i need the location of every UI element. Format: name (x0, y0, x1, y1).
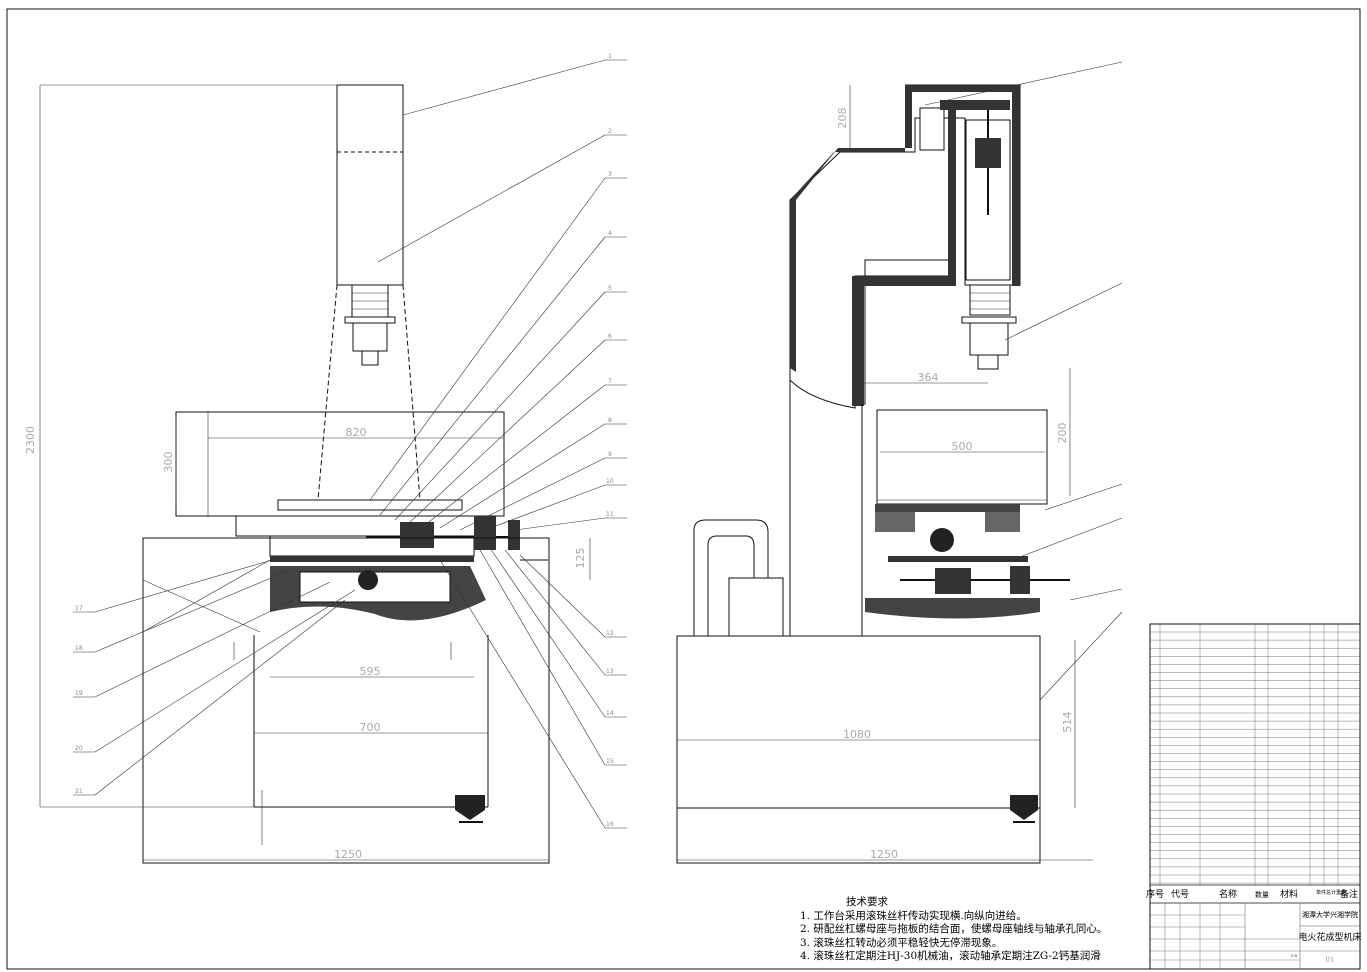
leader-number: 8 (608, 417, 612, 424)
tb-header-name: 名称 (1219, 888, 1237, 900)
dim-595: 595 (360, 665, 381, 678)
dimension-labels: 2300 820 300 125 595 700 1250 208 364 20… (24, 108, 1074, 862)
leader-number: 7 (608, 378, 612, 385)
tech-note-item: 2. 研配丝杠螺母座与拖板的结合面，使螺母座轴线与轴承孔同心。 (800, 923, 1108, 935)
dim-125: 125 (574, 548, 587, 569)
leader-number: 2 (608, 128, 612, 135)
leader-number: 21 (75, 788, 83, 795)
dim-300: 300 (162, 452, 175, 473)
leader-number: 1 (608, 53, 612, 60)
tb-header-remark: 备注 (1340, 888, 1358, 900)
tech-note-item: 1. 工作台采用滚珠丝杆传动实现横.向纵向进给。 (800, 909, 1027, 922)
tb-header-material: 材料 (1280, 888, 1298, 900)
leader-number: 6 (608, 333, 612, 340)
leader-number: 20 (75, 745, 83, 752)
leader-number: 10 (606, 478, 614, 485)
leader-number: 9 (608, 451, 612, 458)
sheet-number: 01 (1326, 956, 1335, 964)
dim-200: 200 (1056, 423, 1069, 444)
drawing-scale: 1:5 (1291, 953, 1298, 958)
leader-number: 3 (608, 171, 612, 178)
tb-header-weight: 单件总计重量 (1316, 889, 1346, 896)
leader-number: 19 (75, 690, 83, 697)
leader-number: 15 (606, 758, 614, 765)
leader-number: 12 (606, 630, 614, 637)
title-block: 序号 代号 名称 数量 材料 单件总计重量 备注 湘潭大学兴湘学院 电火花成型机… (1146, 623, 1362, 970)
leader-number: 14 (606, 710, 614, 717)
dim-2300: 2300 (24, 426, 37, 454)
drawing-name: 电火花成型机床 (1298, 931, 1361, 943)
dim-1080: 1080 (843, 728, 871, 741)
leader-number: 16 (606, 821, 614, 828)
tb-header-seq: 序号 (1146, 888, 1164, 900)
leader-numbers: 1 2 3 4 5 6 7 8 9 10 11 12 13 14 15 16 1… (75, 53, 614, 828)
left-view (39, 84, 591, 864)
tech-note-item: 3. 滚珠丝杠转动必须平稳轻快无停滞现象。 (800, 936, 1003, 949)
dim-514: 514 (1061, 712, 1074, 733)
tech-note-item: 4. 滚珠丝杠定期注HJ-30机械油，滚动轴承定期注ZG-2钙基润滑 (800, 950, 1101, 962)
tb-header-qty: 数量 (1255, 890, 1269, 899)
leader-number: 5 (608, 285, 612, 292)
dim-500: 500 (952, 440, 973, 453)
tech-notes-heading: 技术要求 (846, 896, 888, 908)
right-view (676, 84, 1093, 864)
tb-header-code: 代号 (1171, 889, 1189, 900)
leader-number: 4 (608, 230, 612, 237)
leader-number: 13 (606, 668, 614, 675)
leader-number: 18 (75, 645, 83, 652)
leader-lines (73, 59, 1123, 829)
sheet-border (6, 8, 1361, 970)
dim-700: 700 (360, 721, 381, 734)
leader-number: 11 (606, 511, 614, 518)
dim-208: 208 (836, 108, 849, 129)
leader-number: 17 (75, 605, 83, 612)
technical-requirements: 技术要求 1. 工作台采用滚珠丝杆传动实现横.向纵向进给。 2. 研配丝杠螺母座… (800, 896, 1132, 964)
dim-1250-left: 1250 (334, 848, 362, 861)
school-name: 湘潭大学兴湘学院 (1302, 910, 1358, 919)
dim-820: 820 (346, 426, 367, 439)
dim-1250-right: 1250 (870, 848, 898, 861)
dim-364: 364 (918, 371, 939, 384)
